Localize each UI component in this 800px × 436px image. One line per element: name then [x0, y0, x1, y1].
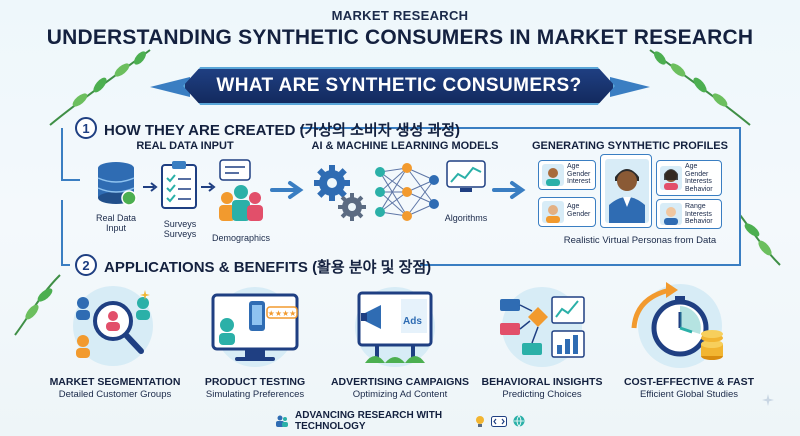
- people-icon: [276, 415, 288, 427]
- profile-card-right-top: Age Gender Interests Behavior: [656, 160, 722, 196]
- code-icon: [491, 415, 507, 427]
- personas-caption: Realistic Virtual Personas from Data: [563, 235, 717, 246]
- card-title-cost-effective: COST-EFFECTIVE & FAST: [623, 376, 755, 388]
- card-subtitle-cost-effective: Efficient Global Studies: [639, 389, 739, 400]
- sparkle-icon: [762, 394, 774, 406]
- persona-avatar-icon: [542, 164, 564, 186]
- banner-title: WHAT ARE SYNTHETIC CONSUMERS?: [216, 75, 582, 96]
- profile-attributes: Range Interests Behavior: [685, 203, 713, 226]
- behavioral-insights-flowchart-icon: [500, 287, 585, 367]
- neural-network-icon: [375, 163, 439, 221]
- persona-avatar-icon: [660, 203, 682, 225]
- algorithms-label: Algorithms: [444, 213, 488, 223]
- ads-label: Ads: [403, 316, 422, 327]
- profile-card-left-bottom: Age Gender: [538, 197, 596, 227]
- leaf-decoration-left: [49, 49, 151, 126]
- column-real-data-heading: REAL DATA INPUT: [136, 140, 234, 152]
- leaf-decoration-bottom-left: [14, 274, 61, 336]
- profile-card-center: [600, 154, 652, 228]
- globe-icon: [513, 415, 525, 427]
- arrow-right-icon: [143, 182, 158, 192]
- arrow-right-icon: [201, 182, 216, 192]
- flow-arrow-icon: [492, 181, 526, 199]
- section-2-title: APPLICATIONS & BENEFITS (활용 분야 및 장점): [104, 259, 432, 276]
- gears-icon: [314, 165, 366, 221]
- sparkle-icon: [140, 290, 150, 300]
- card-title-product-testing: PRODUCT TESTING: [204, 376, 306, 388]
- profile-card-right-bottom: Range Interests Behavior: [656, 199, 722, 229]
- persona-avatar-icon: [660, 166, 682, 190]
- card-subtitle-market-segmentation: Detailed Customer Groups: [58, 389, 172, 400]
- leaf-decoration-mid-right: [739, 214, 781, 266]
- demographics-label: Demographics: [211, 233, 271, 243]
- banner: WHAT ARE SYNTHETIC CONSUMERS?: [183, 67, 615, 105]
- section-1-number: 1: [75, 117, 97, 139]
- footer-text: ADVANCING RESEARCH WITH TECHNOLOGY: [295, 410, 443, 432]
- profile-card-left-top: Age Gender Interest: [538, 160, 596, 190]
- card-subtitle-behavioral-insights: Predicting Choices: [502, 389, 582, 400]
- stopwatch-coins-icon: [631, 282, 723, 368]
- product-testing-icon: ★★★★: [211, 287, 299, 367]
- database-icon: [97, 162, 137, 206]
- advertising-billboard-icon: [355, 287, 435, 367]
- leaf-decoration-right: [649, 49, 751, 126]
- column-profiles-heading: GENERATING SYNTHETIC PROFILES: [532, 140, 728, 152]
- surveys-label: Surveys Surveys: [163, 219, 197, 240]
- section-2-number: 2: [75, 254, 97, 276]
- lightbulb-icon: [476, 415, 484, 427]
- profile-attributes: Age Gender Interest: [567, 163, 591, 186]
- card-title-behavioral-insights: BEHAVIORAL INSIGHTS: [481, 376, 603, 388]
- demographics-icon: [219, 159, 263, 221]
- card-subtitle-product-testing: Simulating Preferences: [205, 389, 305, 400]
- banner-wing-right: [610, 77, 650, 97]
- card-title-market-segmentation: MARKET SEGMENTATION: [49, 376, 181, 388]
- section-1-title: HOW THEY ARE CREATED (가상의 소비자 생성 과정): [104, 122, 461, 139]
- card-subtitle-advertising-campaigns: Optimizing Ad Content: [352, 389, 448, 400]
- flow-arrow-icon: [270, 181, 304, 199]
- survey-clipboard-icon: [161, 161, 197, 209]
- footer: ADVANCING RESEARCH WITH TECHNOLOGY: [275, 410, 525, 432]
- algorithms-chart-icon: [446, 160, 486, 192]
- real-data-input-label: Real Data Input: [95, 213, 137, 234]
- profile-attributes: Age Gender Interests Behavior: [685, 163, 713, 194]
- profile-attributes: Age Gender: [567, 203, 591, 218]
- banner-wing-left: [150, 77, 190, 97]
- kicker-label: MARKET RESEARCH: [331, 8, 469, 23]
- persona-avatar-icon: [542, 201, 564, 223]
- market-segmentation-icon: [73, 286, 153, 366]
- page-title: UNDERSTANDING SYNTHETIC CONSUMERS IN MAR…: [46, 26, 754, 49]
- persona-avatar-icon: [605, 159, 649, 223]
- card-title-advertising-campaigns: ADVERTISING CAMPAIGNS: [330, 376, 470, 388]
- column-ai-models-heading: AI & MACHINE LEARNING MODELS: [311, 140, 499, 152]
- svg-text:★★★★: ★★★★: [268, 309, 297, 318]
